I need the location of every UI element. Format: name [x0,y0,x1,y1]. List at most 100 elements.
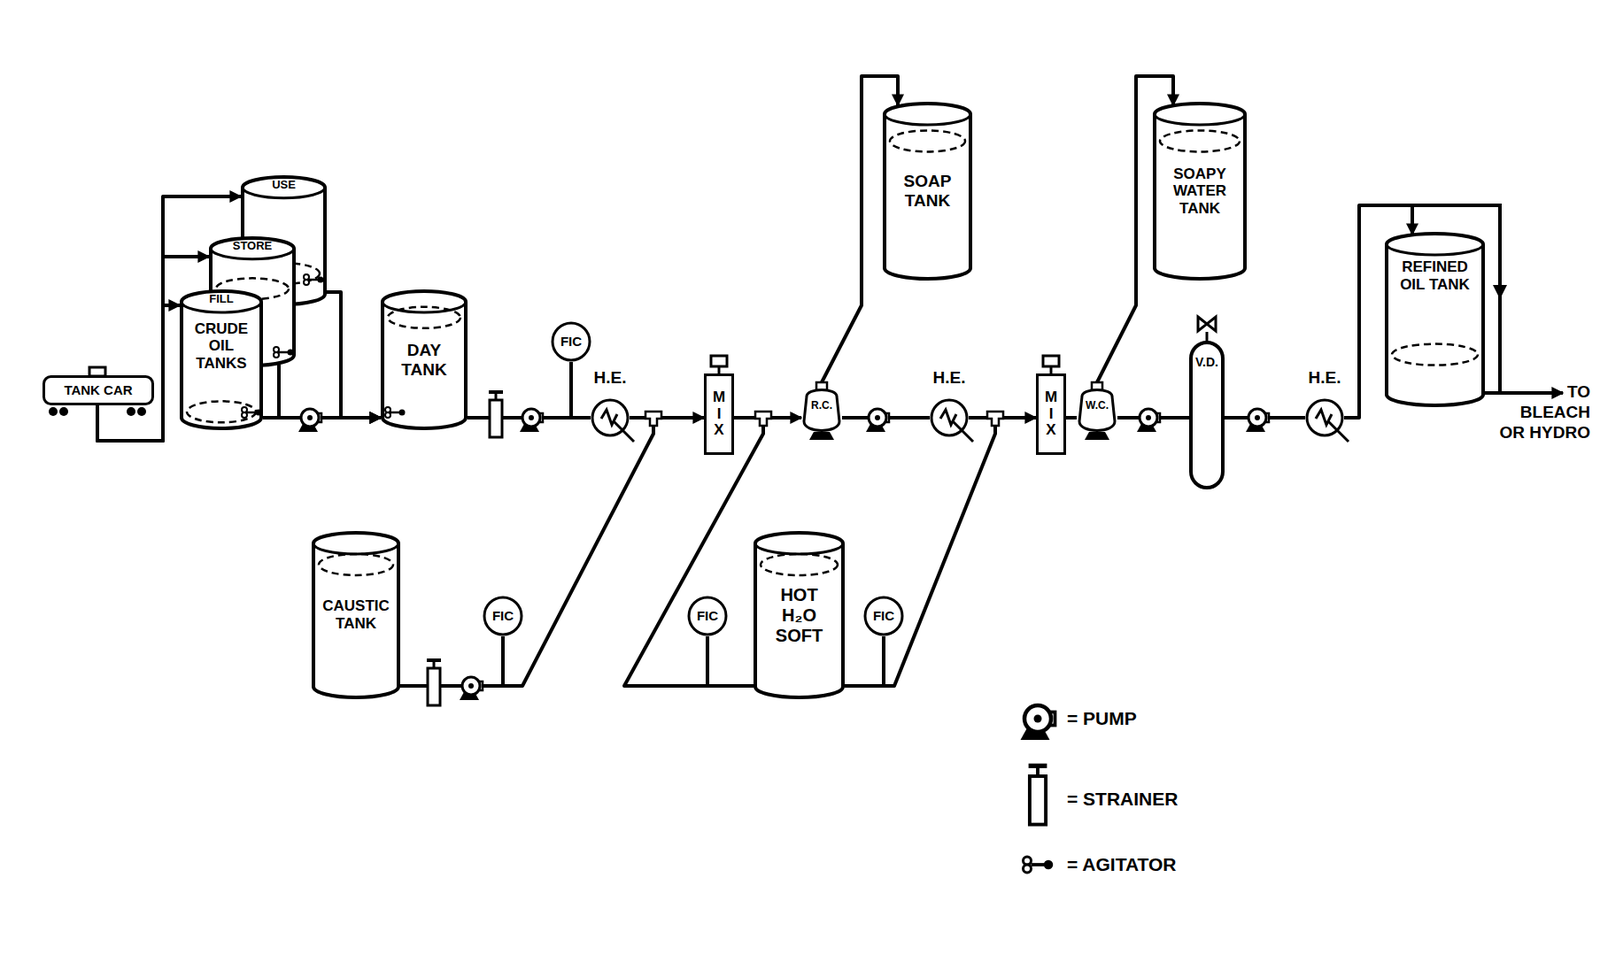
tank-rim [313,543,399,555]
legend-strainer-symbol [1028,765,1048,825]
tee-fitting [645,411,662,426]
node-label: R.C. [811,400,833,413]
node-label: REFINED OIL TANK [1398,258,1473,294]
node-outline [929,398,969,438]
soapy-water-tank: SOAPY WATER TANK [1152,101,1247,281]
node-label: HOT H₂O SOFT [765,585,834,647]
agitator-symbol [385,407,406,418]
tank-body [1386,233,1484,406]
strainer-symbol [426,660,441,706]
car-wheel [59,407,69,417]
instrument-stem [705,636,710,687]
agitator-symbol [241,407,263,418]
text-block: R.C. [801,382,843,441]
car-wheel [137,407,147,417]
tank-rim [884,114,971,125]
node-label: H.E. [594,368,627,388]
pump-symbol [865,409,889,433]
node-label: H.E. [933,368,967,388]
node-label: FIC [560,333,582,349]
pipe-connector [1066,416,1077,420]
pump-symbol [298,409,322,433]
text-block: FIC [863,595,905,637]
car-wheel [126,407,136,417]
pipe-connector [97,305,180,441]
heat-exchanger: H.E. [929,398,969,438]
node-label: SOAPY WATER TANK [1162,165,1237,218]
tank-body [382,291,466,429]
instrument-stem [569,362,573,418]
refined-oil-tank: REFINED OIL TANK [1384,231,1485,408]
day-tank: DAY TANK [380,289,468,431]
node-label: STORE [232,239,273,254]
agitator-symbol [1023,857,1054,874]
legend-text: = AGITATOR [1066,853,1176,876]
text-block: HOT H₂O SOFT [753,531,845,700]
instrument-circle [688,597,727,635]
text-block: DAY TANK [380,289,468,431]
instrument-circle [484,597,522,635]
tank-body [884,103,971,279]
car-wheel [48,407,58,417]
text-block: H.E. [933,368,967,388]
node-label: MIX [712,389,726,440]
node-label: MIX [1044,389,1058,440]
text-block: V.D. [1189,340,1225,490]
car-dome [89,367,106,377]
exchanger-slash [613,421,634,442]
caustic-tank: CAUSTIC TANK [311,531,401,700]
valve [1198,316,1216,332]
mixer-body [1037,375,1066,455]
flow-controller: FIC [482,595,524,637]
tank-rim [755,543,843,555]
tank-car: TANK CAR [42,375,155,406]
pipe-connector [326,292,381,418]
mixer-body [705,375,734,455]
pump-symbol [1020,705,1056,741]
outlet-pipe [1484,391,1563,395]
mixer: MIX [703,373,735,456]
centrifuge-base [1084,432,1110,441]
node-label: USE [271,178,296,193]
liquid-level [889,130,966,152]
node-label: H.E. [1308,368,1342,388]
tank-body [755,533,843,698]
agitator-symbol [303,274,325,286]
heat-exchanger: H.E. [590,398,630,438]
text-block: FIC [687,595,728,637]
node-label: W.C. [1085,400,1109,413]
hot-water-tank: HOT H₂O SOFT [753,531,845,700]
node-label: CAUSTIC TANK [317,597,395,633]
pipe-connector [844,417,1036,687]
node-outline [1384,231,1485,408]
tee-fitting [987,411,1004,426]
tee-fitting [755,411,772,426]
text-block: MIX [1035,373,1067,456]
liquid-level [387,307,461,329]
liquid-level [186,401,256,423]
text-block: H.E. [1308,368,1342,388]
agitator-symbol [273,347,294,358]
legend-text: = STRAINER [1066,788,1178,811]
text-block: TANK CAR [42,375,155,406]
flow-arrow [1492,285,1508,300]
exchanger-slash [952,421,974,442]
centrifuge-bowl [1079,390,1115,432]
pipe-connector [278,364,381,418]
legend-text: = PUMP [1066,707,1137,730]
centrifuge: R.C. [801,382,843,441]
liquid-level [318,554,394,576]
instrument-circle [865,597,903,635]
pump-symbol [1136,409,1160,433]
tank-rim [1386,244,1484,256]
crude-oil-tank: FILLCRUDE OIL TANKS [179,289,263,431]
liquid-level [760,554,838,576]
vessel-body [1190,342,1223,488]
pump-symbol [1245,409,1269,433]
node-outline [590,398,630,438]
vacuum-dryer: V.D. [1189,340,1225,490]
